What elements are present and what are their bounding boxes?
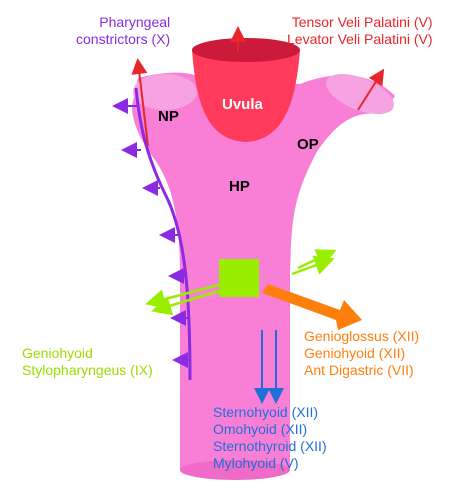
- constrictor-arrows: [112, 98, 190, 368]
- label-line: Sternohyoid (XII): [213, 404, 319, 420]
- hyoid-block: [219, 259, 259, 297]
- label-line: Stylopharyngeus (IX): [22, 362, 153, 378]
- label-line: Geniohyoid (XII): [304, 345, 406, 361]
- pharynx-bottom-opening: [180, 460, 290, 480]
- label-constrictors: Pharyngeal constrictors (X): [76, 14, 170, 48]
- label-line: Genioglossus (XII): [304, 328, 420, 344]
- geniohyoid-stylo-arrows: [145, 249, 337, 316]
- pharynx-tube: [132, 72, 395, 478]
- label-geniohyoid-stylo: Geniohyoid Stylopharyngeus (IX): [22, 345, 153, 379]
- label-line: Levator Veli Palatini (V): [287, 31, 433, 47]
- label-line: constrictors (X): [76, 31, 171, 47]
- region-op: OP: [297, 136, 319, 153]
- label-line: Ant Digastric (VII): [304, 362, 414, 378]
- label-line: Sternothyroid (XII): [213, 438, 327, 454]
- label-line: Mylohyoid (V): [213, 455, 299, 471]
- palatini-arrow-right: [357, 68, 385, 111]
- green-arrow: [291, 255, 335, 276]
- green-arrow: [151, 287, 227, 316]
- region-hp: HP: [229, 178, 250, 195]
- label-palatini: Tensor Veli Palatini (V) Levator Veli Pa…: [287, 14, 433, 48]
- uvula-body: [192, 50, 300, 142]
- label-line: Omohyoid (XII): [213, 421, 308, 437]
- label-line: Geniohyoid: [22, 345, 93, 361]
- oropharynx-opening: [326, 73, 394, 115]
- uvula-top: [192, 38, 300, 62]
- nasopharynx-opening: [133, 74, 197, 110]
- region-uvula: Uvula: [222, 96, 263, 113]
- palatini-arrow-left: [131, 58, 149, 147]
- label-line: Tensor Veli Palatini (V): [291, 14, 433, 30]
- label-line: Pharyngeal: [99, 14, 171, 30]
- anterior-arrow: [262, 284, 362, 330]
- region-np: NP: [158, 108, 179, 125]
- label-anterior: Genioglossus (XII) Geniohyoid (XII) Ant …: [304, 328, 419, 379]
- label-depressors: Sternohyoid (XII) Omohyoid (XII) Sternot…: [213, 404, 327, 472]
